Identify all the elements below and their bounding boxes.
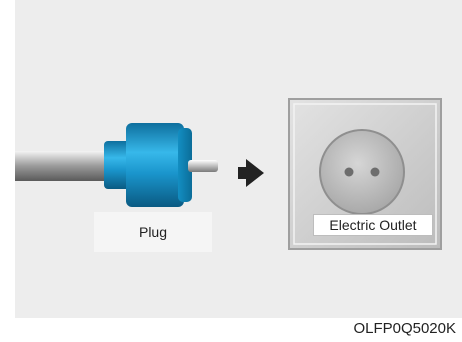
socket-hole-left bbox=[345, 168, 354, 177]
plug-icon bbox=[15, 123, 218, 207]
figure-code: OLFP0Q5020K bbox=[353, 320, 456, 337]
socket-hole-right bbox=[371, 168, 380, 177]
outlet-label: Electric Outlet bbox=[313, 214, 433, 236]
plug-body bbox=[126, 123, 184, 207]
plug-cable bbox=[15, 151, 110, 181]
plug-label: Plug bbox=[94, 212, 212, 252]
plug-pin bbox=[188, 160, 218, 172]
right-arrow-icon bbox=[238, 159, 264, 187]
socket-recess bbox=[320, 130, 404, 214]
